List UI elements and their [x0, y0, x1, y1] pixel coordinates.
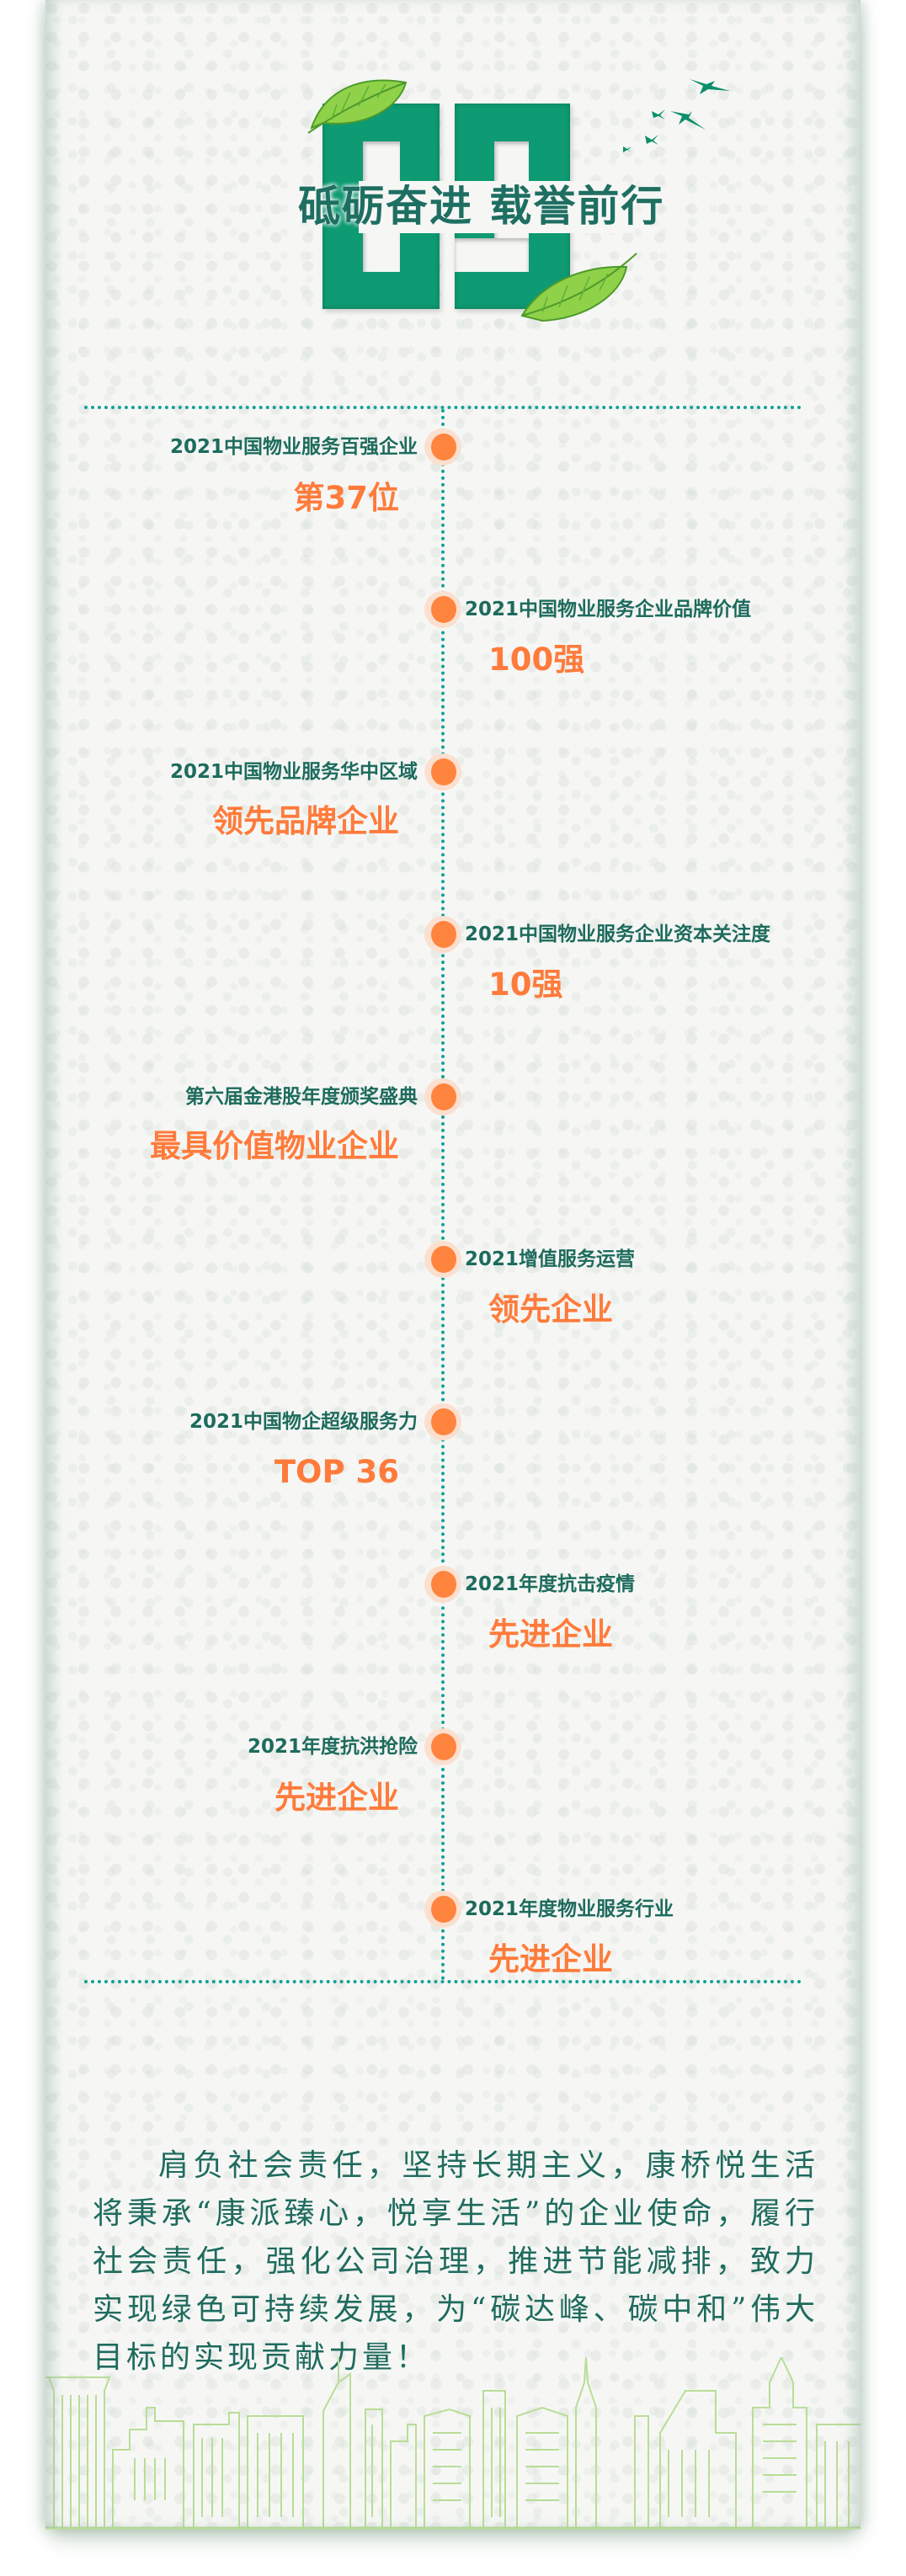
timeline-dot: [424, 1891, 461, 1928]
timeline-dot: [424, 753, 461, 790]
bird-icon: [623, 146, 632, 152]
entry-heading: 2021中国物业服务百强企业: [169, 436, 418, 458]
entry-heading: 第六届金港股年度颁奖盛典: [185, 1086, 418, 1108]
bird-icon: [645, 135, 658, 145]
timeline-dot: [424, 1728, 461, 1765]
timeline-dot: [424, 1566, 461, 1603]
entry-value: 先进企业: [488, 1941, 613, 1977]
entry-value: 10强: [488, 966, 563, 1003]
page-title: 砥砺奋进 载誉前行: [298, 182, 665, 231]
bird-icon: [670, 111, 706, 130]
entry-heading: 2021年度抗击疫情: [465, 1573, 636, 1595]
timeline-dot: [424, 1403, 461, 1440]
entry-value: 最具价值物业企业: [150, 1128, 399, 1164]
entry-value: 领先品牌企业: [212, 803, 399, 839]
timeline-axis: [441, 409, 445, 1982]
bird-icon: [652, 109, 665, 120]
timeline-bottom-divider: [84, 1980, 802, 1983]
timeline-dot: [424, 428, 461, 466]
entry-value: 第37位: [293, 480, 400, 516]
timeline-dot: [424, 1241, 461, 1278]
closing-paragraph: 肩负社会责任，坚持长期主义，康桥悦生活将秉承“康派臻心，悦享生活”的企业使命，履…: [93, 2148, 818, 2375]
entry-heading: 2021中国物业服务企业品牌价值: [465, 599, 752, 620]
bird-icon: [690, 79, 730, 94]
cityscape-illustration: [45, 2357, 861, 2530]
timeline-top-divider: [84, 406, 802, 409]
entry-value: TOP 36: [274, 1454, 399, 1490]
leaf-icon: [520, 253, 637, 322]
timeline-dot: [424, 591, 461, 628]
timeline-dot: [424, 1078, 461, 1115]
entry-value: 先进企业: [274, 1780, 399, 1816]
entry-heading: 2021年度抗洪抢险: [247, 1736, 418, 1758]
entry-heading: 2021中国物业服务企业资本关注度: [465, 923, 771, 945]
entry-value: 领先企业: [488, 1291, 613, 1328]
entry-heading: 2021增值服务运营: [465, 1248, 636, 1270]
entry-value: 先进企业: [488, 1616, 613, 1653]
entry-heading: 2021中国物企超级服务力: [189, 1411, 418, 1433]
entry-value: 100强: [488, 641, 585, 678]
entry-heading: 2021年度物业服务行业: [465, 1898, 674, 1920]
timeline-dot: [424, 916, 461, 953]
title-backdrop: [359, 181, 628, 233]
entry-heading: 2021中国物业服务华中区域: [169, 761, 418, 783]
leaf-icon: [307, 79, 408, 134]
